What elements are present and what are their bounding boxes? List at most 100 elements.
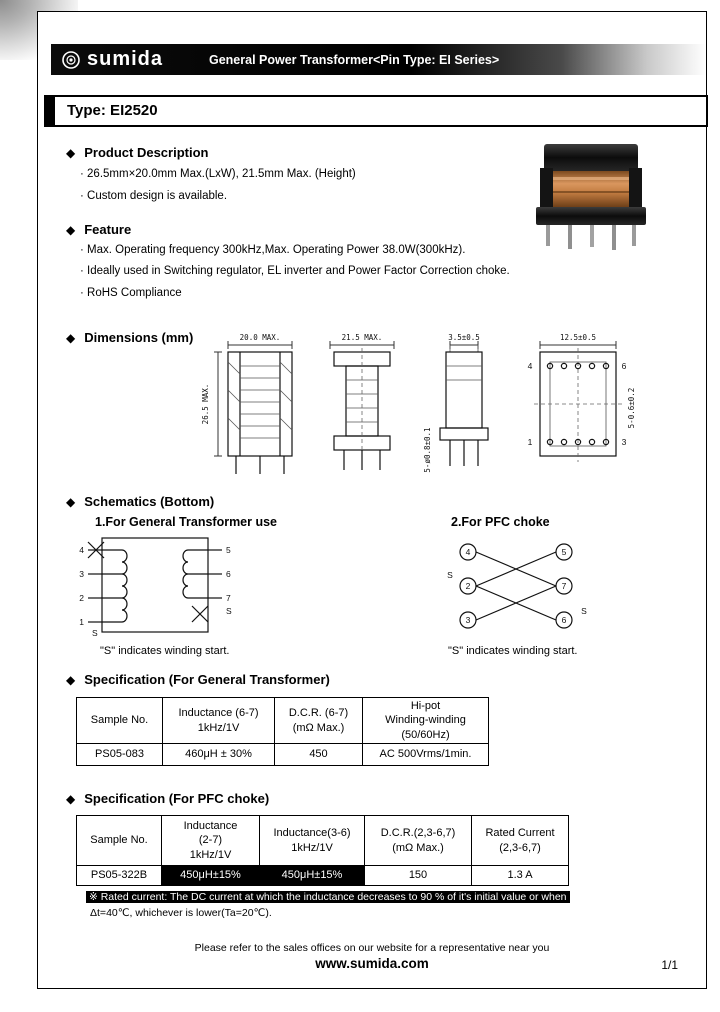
section-title-schematics: Schematics (Bottom) xyxy=(84,494,215,509)
type-heading-box: Type: EI2520 xyxy=(44,95,708,127)
section-heading-spec-general: ◆ Specification (For General Transformer… xyxy=(66,672,330,687)
pin-number-label: 1 xyxy=(528,437,533,447)
winding-start-label: S xyxy=(581,606,587,616)
right-pins xyxy=(208,549,222,599)
front-view-body xyxy=(227,351,293,474)
dim-label-pin-diameter: 5-ø0.8±0.1 xyxy=(423,427,432,472)
dim-label-depth: 21.5 MAX. xyxy=(342,333,383,342)
schematic-general-caption: "S" indicates winding start. xyxy=(100,645,230,657)
pin-number-label: 2 xyxy=(79,593,84,603)
dimension-bottom-view: 12.5±0.5 4 xyxy=(528,333,636,462)
sumida-logo: sumida xyxy=(61,48,209,71)
side-view-body xyxy=(333,348,391,470)
pin-number-label: 1 xyxy=(79,617,84,627)
col-header-hipot: Hi-pot Winding-winding (50/60Hz) xyxy=(362,697,489,744)
header-bar: sumida General Power Transformer<Pin Typ… xyxy=(51,44,706,75)
pin-circles xyxy=(459,543,573,629)
table-row: PS05-322B 450μH±15% 450μH±15% 150 1.3 A xyxy=(76,865,569,886)
cell-inductance-2-7: 450μH±15% xyxy=(161,865,260,886)
feature-item: · Max. Operating frequency 300kHz,Max. O… xyxy=(80,244,466,256)
unused-pin-x-icon xyxy=(191,605,209,623)
secondary-coil xyxy=(182,549,208,599)
type-heading-text: Type: EI2520 xyxy=(67,102,158,119)
pin-number-label: 2 xyxy=(466,581,471,591)
section-title-product-description: Product Description xyxy=(84,145,209,160)
dim-label-height: 26.5 MAX. xyxy=(201,384,210,425)
schematic-general-transformer: 4 3 2 1 5 6 7 xyxy=(79,537,232,638)
transformer-illustration xyxy=(536,144,646,250)
pin-number-label: 4 xyxy=(528,361,533,371)
bottom-view-body xyxy=(534,348,622,462)
pin-number-label: 4 xyxy=(466,547,471,557)
page-number: 1/1 xyxy=(661,958,678,972)
section-heading-feature: ◆ Feature xyxy=(66,222,131,237)
cell-dcr: 450 xyxy=(274,743,363,766)
unused-pin-x-icon xyxy=(87,541,105,559)
page-border: sumida General Power Transformer<Pin Typ… xyxy=(37,11,708,989)
pin-number-label: 7 xyxy=(226,593,231,603)
feature-item: · Ideally used in Switching regulator, E… xyxy=(80,265,510,277)
logo-text: sumida xyxy=(87,48,164,70)
primary-coil xyxy=(121,549,128,623)
left-pins xyxy=(88,549,122,623)
section-title-spec-pfc: Specification (For PFC choke) xyxy=(84,791,270,806)
diamond-icon: ◆ xyxy=(66,330,76,345)
header-title: General Power Transformer<Pin Type: EI S… xyxy=(209,52,500,67)
dim-label-width: 20.0 MAX. xyxy=(240,333,281,342)
cell-rated-current: 1.3 A xyxy=(471,865,569,886)
col-header-dcr: D.C.R. (6-7) (mΩ Max.) xyxy=(274,697,363,744)
dimension-front-view: 20.0 MAX. 26.5 MAX. xyxy=(201,333,293,474)
product-description-item: · 26.5mm×20.0mm Max.(LxW), 21.5mm Max. (… xyxy=(80,168,356,180)
pin-number-label: 3 xyxy=(466,615,471,625)
sumida-logo-icon xyxy=(62,50,80,69)
schematic-pfc-choke: 4 2 3 5 7 6 S S xyxy=(447,543,587,629)
pin-number-label: 7 xyxy=(562,581,567,591)
table-row: PS05-083 460μH ± 30% 450 AC 500Vrms/1min… xyxy=(76,743,489,766)
dim-lines xyxy=(449,341,479,352)
pin-number-label: 6 xyxy=(226,569,231,579)
dimension-drawings: 20.0 MAX. 26.5 MAX. xyxy=(198,332,640,484)
col-header-rated-current: Rated Current (2,3-6,7) xyxy=(471,815,569,866)
section-title-spec-general: Specification (For General Transformer) xyxy=(84,672,330,687)
rated-current-note-line1: ※ Rated current: The DC current at which… xyxy=(86,891,570,903)
general-transformer-spec-table: Sample No. Inductance (6-7) 1kHz/1V D.C.… xyxy=(76,697,489,766)
pin-number-label: 3 xyxy=(622,437,627,447)
dim-label-row-pitch: 12.5±0.5 xyxy=(560,333,596,342)
col-header-sample-no: Sample No. xyxy=(76,697,163,744)
product-photo xyxy=(536,144,646,250)
section-title-dimensions: Dimensions (mm) xyxy=(84,330,194,345)
section-title-feature: Feature xyxy=(84,222,132,237)
dim-label-pin-pitch: 3.5±0.5 xyxy=(448,333,480,342)
section-heading-schematics: ◆ Schematics (Bottom) xyxy=(66,494,214,509)
footer-website-link[interactable]: www.sumida.com xyxy=(315,956,429,971)
col-header-inductance: Inductance (6-7) 1kHz/1V xyxy=(162,697,275,744)
feature-item: · RoHS Compliance xyxy=(80,287,182,299)
diamond-icon: ◆ xyxy=(66,791,76,806)
diamond-icon: ◆ xyxy=(66,494,76,509)
cell-sample-no: PS05-083 xyxy=(76,743,163,766)
pin-number-label: 5 xyxy=(562,547,567,557)
dim-lines xyxy=(214,341,293,457)
schematic-pfc-title: 2.For PFC choke xyxy=(451,515,550,529)
pin-number-label: 6 xyxy=(622,361,627,371)
type-heading-bar xyxy=(46,97,55,125)
cell-hipot: AC 500Vrms/1min. xyxy=(362,743,489,766)
col-header-dcr: D.C.R.(2,3-6,7) (mΩ Max.) xyxy=(364,815,472,866)
pin-number-label: 3 xyxy=(79,569,84,579)
pfc-choke-spec-table: Sample No. Inductance (2-7) 1kHz/1V Indu… xyxy=(76,815,569,886)
cell-sample-no: PS05-322B xyxy=(76,865,162,886)
product-description-item: · Custom design is available. xyxy=(80,190,228,202)
dim-lines xyxy=(539,341,617,349)
schematic-pfc-caption: "S" indicates winding start. xyxy=(448,645,578,657)
pin-view-body xyxy=(439,351,489,466)
cell-inductance-3-6: 450μH±15% xyxy=(259,865,365,886)
pin-number-label: 6 xyxy=(562,615,567,625)
diamond-icon: ◆ xyxy=(66,145,76,160)
diamond-icon: ◆ xyxy=(66,222,76,237)
pin-number-label: 4 xyxy=(79,545,84,555)
pin-number-label: 5 xyxy=(226,545,231,555)
footer-note: Please refer to the sales offices on our… xyxy=(194,942,550,954)
schematic-general-title: 1.For General Transformer use xyxy=(95,515,278,529)
section-heading-dimensions: ◆ Dimensions (mm) xyxy=(66,330,193,345)
